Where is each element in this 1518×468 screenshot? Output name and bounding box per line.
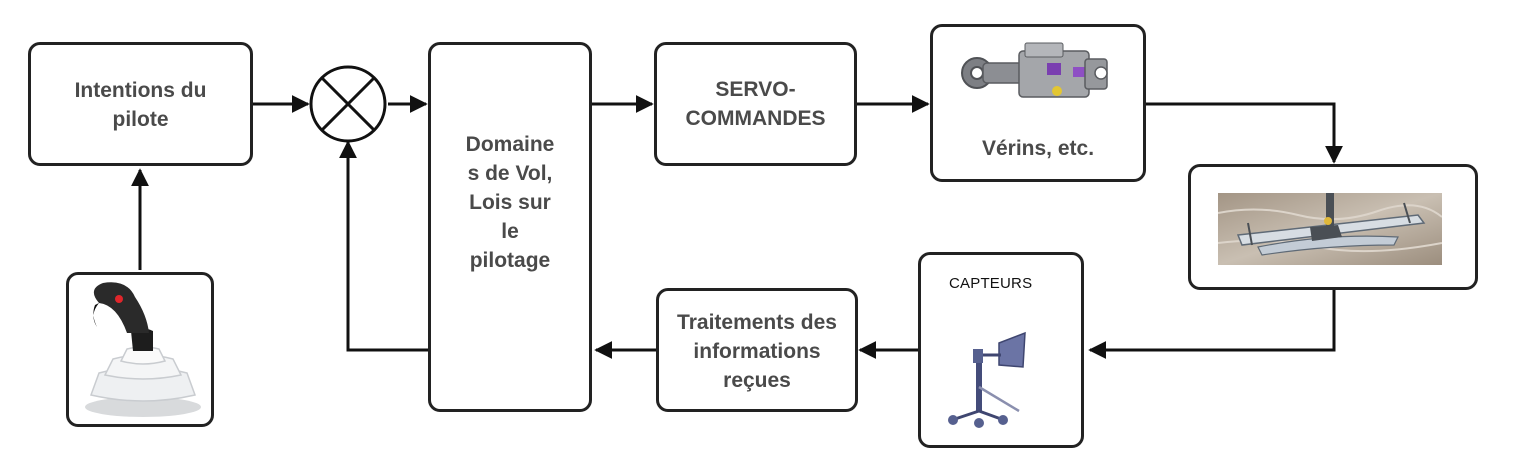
joystick-box (66, 272, 214, 427)
servo-controls-label: SERVO- COMMANDES (685, 78, 826, 130)
pilot-intentions-box: Intentions du pilote (28, 42, 253, 166)
boat-box (1188, 164, 1478, 290)
pilot-intentions-label: Intentions du pilote (74, 79, 207, 131)
servo-controls-box: SERVO- COMMANDES (654, 42, 857, 166)
arrow-feedback-to-sum (339, 140, 428, 352)
flight-domains-box: Domaine s de Vol, Lois sur le pilotage (428, 42, 592, 412)
sensors-box: CAPTEURS (918, 252, 1084, 448)
sensors-label: CAPTEURS (949, 275, 1033, 292)
actuators-label: Vérins, etc. (981, 137, 1095, 160)
flight-domains-label: Domaine s de Vol, Lois sur le pilotage (465, 133, 555, 272)
summing-junction-icon (309, 65, 387, 143)
processing-label: Traitements des informations reçues (677, 311, 837, 392)
arrow-boat-to-sensors (1088, 290, 1336, 359)
arrow-actuators-to-boat (1146, 102, 1343, 164)
anemometer-image (948, 331, 1026, 428)
actuators-box: Vérins, etc. (930, 24, 1146, 182)
actuator-image (961, 42, 1108, 98)
joystick-image (85, 282, 201, 417)
processing-box: Traitements des informations reçues (656, 288, 858, 412)
trimaran-photo (1218, 193, 1442, 265)
